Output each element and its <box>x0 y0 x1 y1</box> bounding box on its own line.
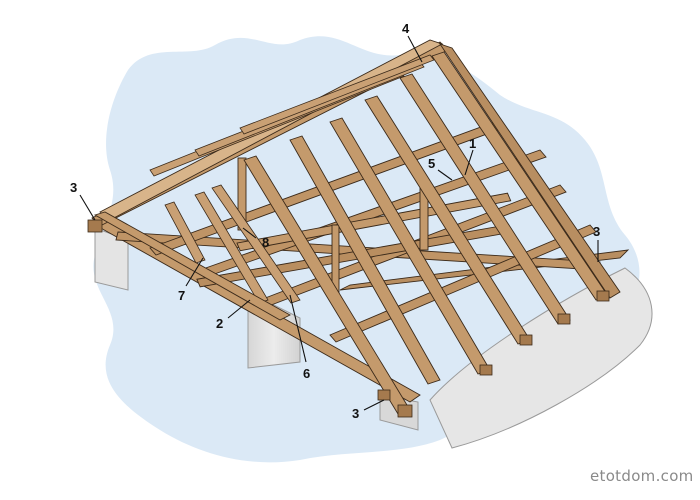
gable-rafter-left <box>93 211 291 321</box>
front-rafters <box>243 51 609 415</box>
leader-2 <box>227 299 251 319</box>
rafter-end-1 <box>397 404 413 418</box>
callout-3-right: 3 <box>593 224 600 239</box>
gable-edge <box>93 43 621 321</box>
callout-3-left: 3 <box>70 180 77 195</box>
leader-4 <box>407 35 423 63</box>
rafter-end-7 <box>377 389 391 401</box>
brace-2 <box>211 184 301 304</box>
leader-6 <box>289 294 307 363</box>
leader-3c <box>363 399 385 411</box>
braces <box>164 184 301 304</box>
callout-labels: 1 2 3 3 3 4 5 6 7 8 <box>70 21 600 421</box>
rafter-end-3 <box>519 334 533 346</box>
rafter-end-6 <box>87 219 103 233</box>
callout-5: 5 <box>428 156 435 171</box>
walls <box>94 227 653 449</box>
callout-8: 8 <box>262 235 269 250</box>
leader-1 <box>464 149 474 176</box>
leader-lines <box>79 35 599 411</box>
rafter-end-2 <box>479 364 493 376</box>
callout-2: 2 <box>216 316 223 331</box>
gable-rafter-right <box>438 43 621 299</box>
rafter-end-5 <box>596 290 610 302</box>
rafter-end-4 <box>557 313 571 325</box>
leader-7 <box>185 257 204 287</box>
callout-6: 6 <box>303 366 310 381</box>
callout-4: 4 <box>402 21 410 36</box>
batten-rear-3 <box>239 54 435 135</box>
leader-8 <box>242 227 257 239</box>
leader-3a <box>79 194 96 221</box>
callout-3-bottom: 3 <box>352 406 359 421</box>
callout-7: 7 <box>178 288 185 303</box>
rear-battens <box>149 54 435 177</box>
rafter-front-2 <box>289 135 441 385</box>
brace-3 <box>164 201 206 264</box>
brace-1 <box>194 191 269 304</box>
watermark: etotdom.com <box>590 467 694 485</box>
callout-1: 1 <box>469 136 476 151</box>
leader-5 <box>437 169 453 181</box>
right-wall <box>429 267 653 449</box>
rafter-ends <box>87 219 610 418</box>
